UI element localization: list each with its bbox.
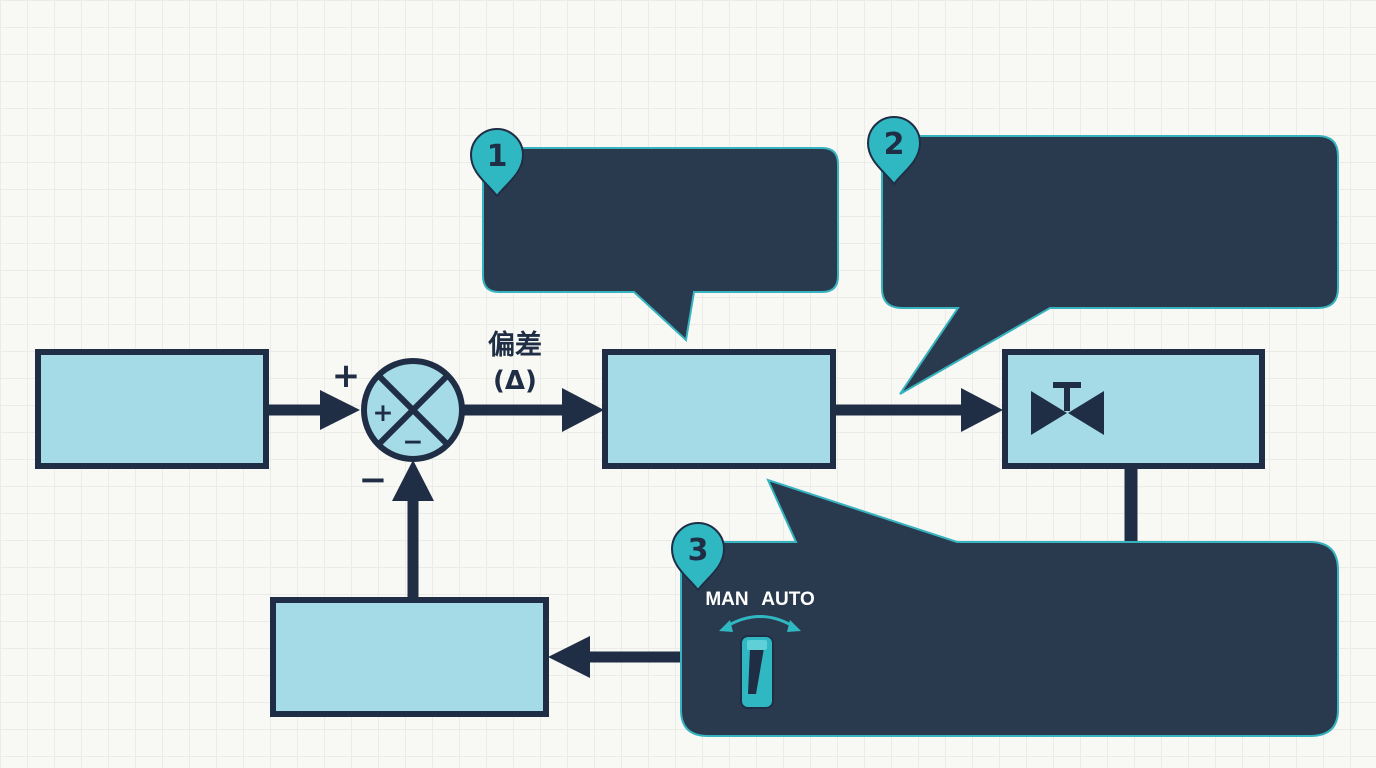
callout-3: 3 MAN AUTO [670,478,1339,737]
mode-switch-manual-label: MAN [705,589,748,610]
callout-1-bubble [482,147,839,342]
junction-inner-plus: + [373,398,394,427]
signal-lines [266,388,1138,678]
valve-icon [1031,382,1104,435]
callout-1-number: 1 [487,139,508,174]
junction-inner-minus: − [403,427,424,456]
feedback-block [270,597,549,717]
callout-2-marker: 2 [866,116,922,186]
controller-block [602,349,836,469]
arrowhead-setpoint-to-junction [320,390,360,430]
arrowhead-feedback-to-junction [392,460,434,501]
switch-rotate-arrows-icon [719,615,801,632]
arrowhead-controller-to-valve [961,388,1003,432]
callout-2: 2 [866,116,1339,395]
error-symbol: (Δ) [493,366,537,396]
arrowhead-return-to-feedback [548,636,590,678]
callout-2-number: 2 [884,127,905,162]
callout-3-number: 3 [688,533,709,568]
callout-1-marker: 1 [469,128,525,198]
setpoint-block [35,349,269,469]
sum-plus-sign: + [332,356,361,396]
mode-switch-auto-label: AUTO [761,589,814,610]
callout-1: 1 [469,128,839,342]
summing-junction-icon: + − [361,358,465,462]
error-label: 偏差 [488,329,542,361]
callout-3-marker: 3 [670,522,726,592]
sum-minus-sign: − [359,460,388,500]
toggle-switch-icon[interactable] [740,635,774,709]
mode-switch[interactable]: MAN AUTO [705,589,815,709]
arrowhead-junction-to-controller [562,388,604,432]
